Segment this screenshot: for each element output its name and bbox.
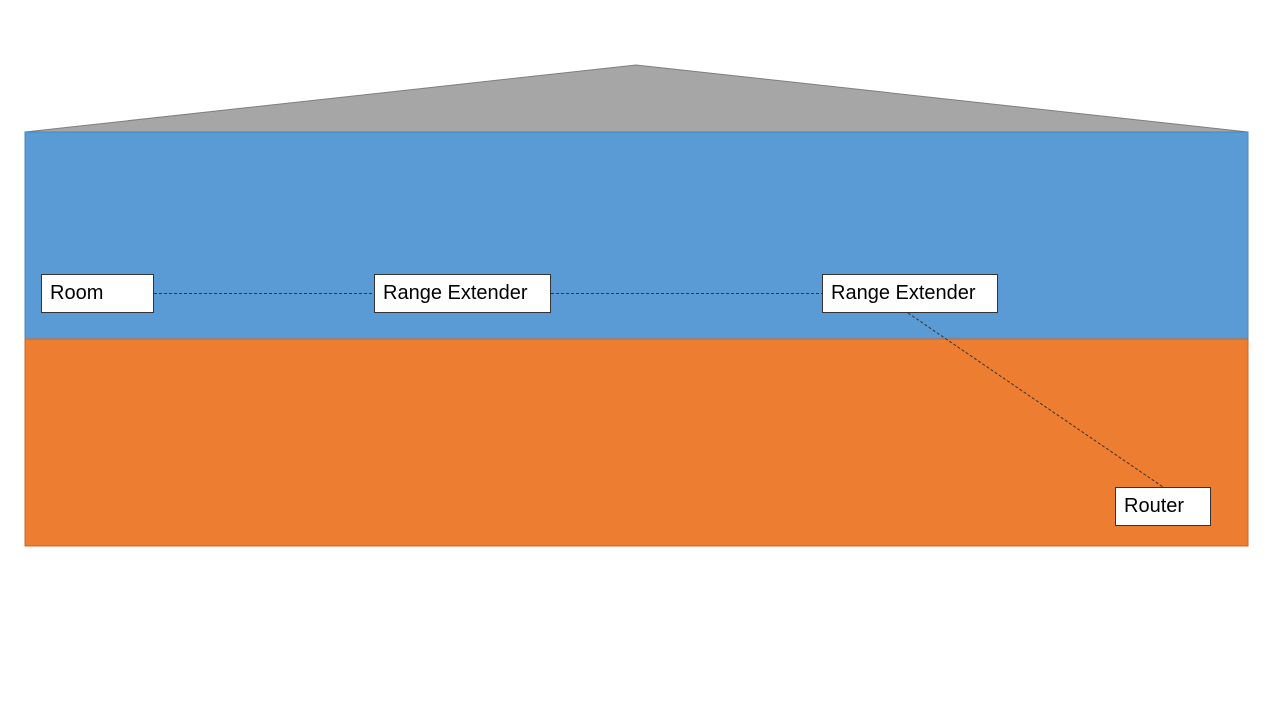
range-extender-label-1: Range Extender: [383, 282, 528, 304]
range-extender-box-2[interactable]: Range Extender: [822, 274, 998, 313]
room-label: Room: [50, 282, 104, 304]
range-extender-box-1[interactable]: Range Extender: [374, 274, 551, 313]
lower-floor: [24, 338, 1249, 547]
connector-extender-2-to-router: [907, 312, 1164, 488]
router-box[interactable]: Router: [1115, 487, 1211, 526]
router-label: Router: [1124, 495, 1185, 517]
range-extender-label-2: Range Extender: [831, 282, 976, 304]
upper-floor: [24, 131, 1249, 340]
roof: [24, 64, 1249, 133]
room-box[interactable]: Room: [41, 274, 154, 313]
